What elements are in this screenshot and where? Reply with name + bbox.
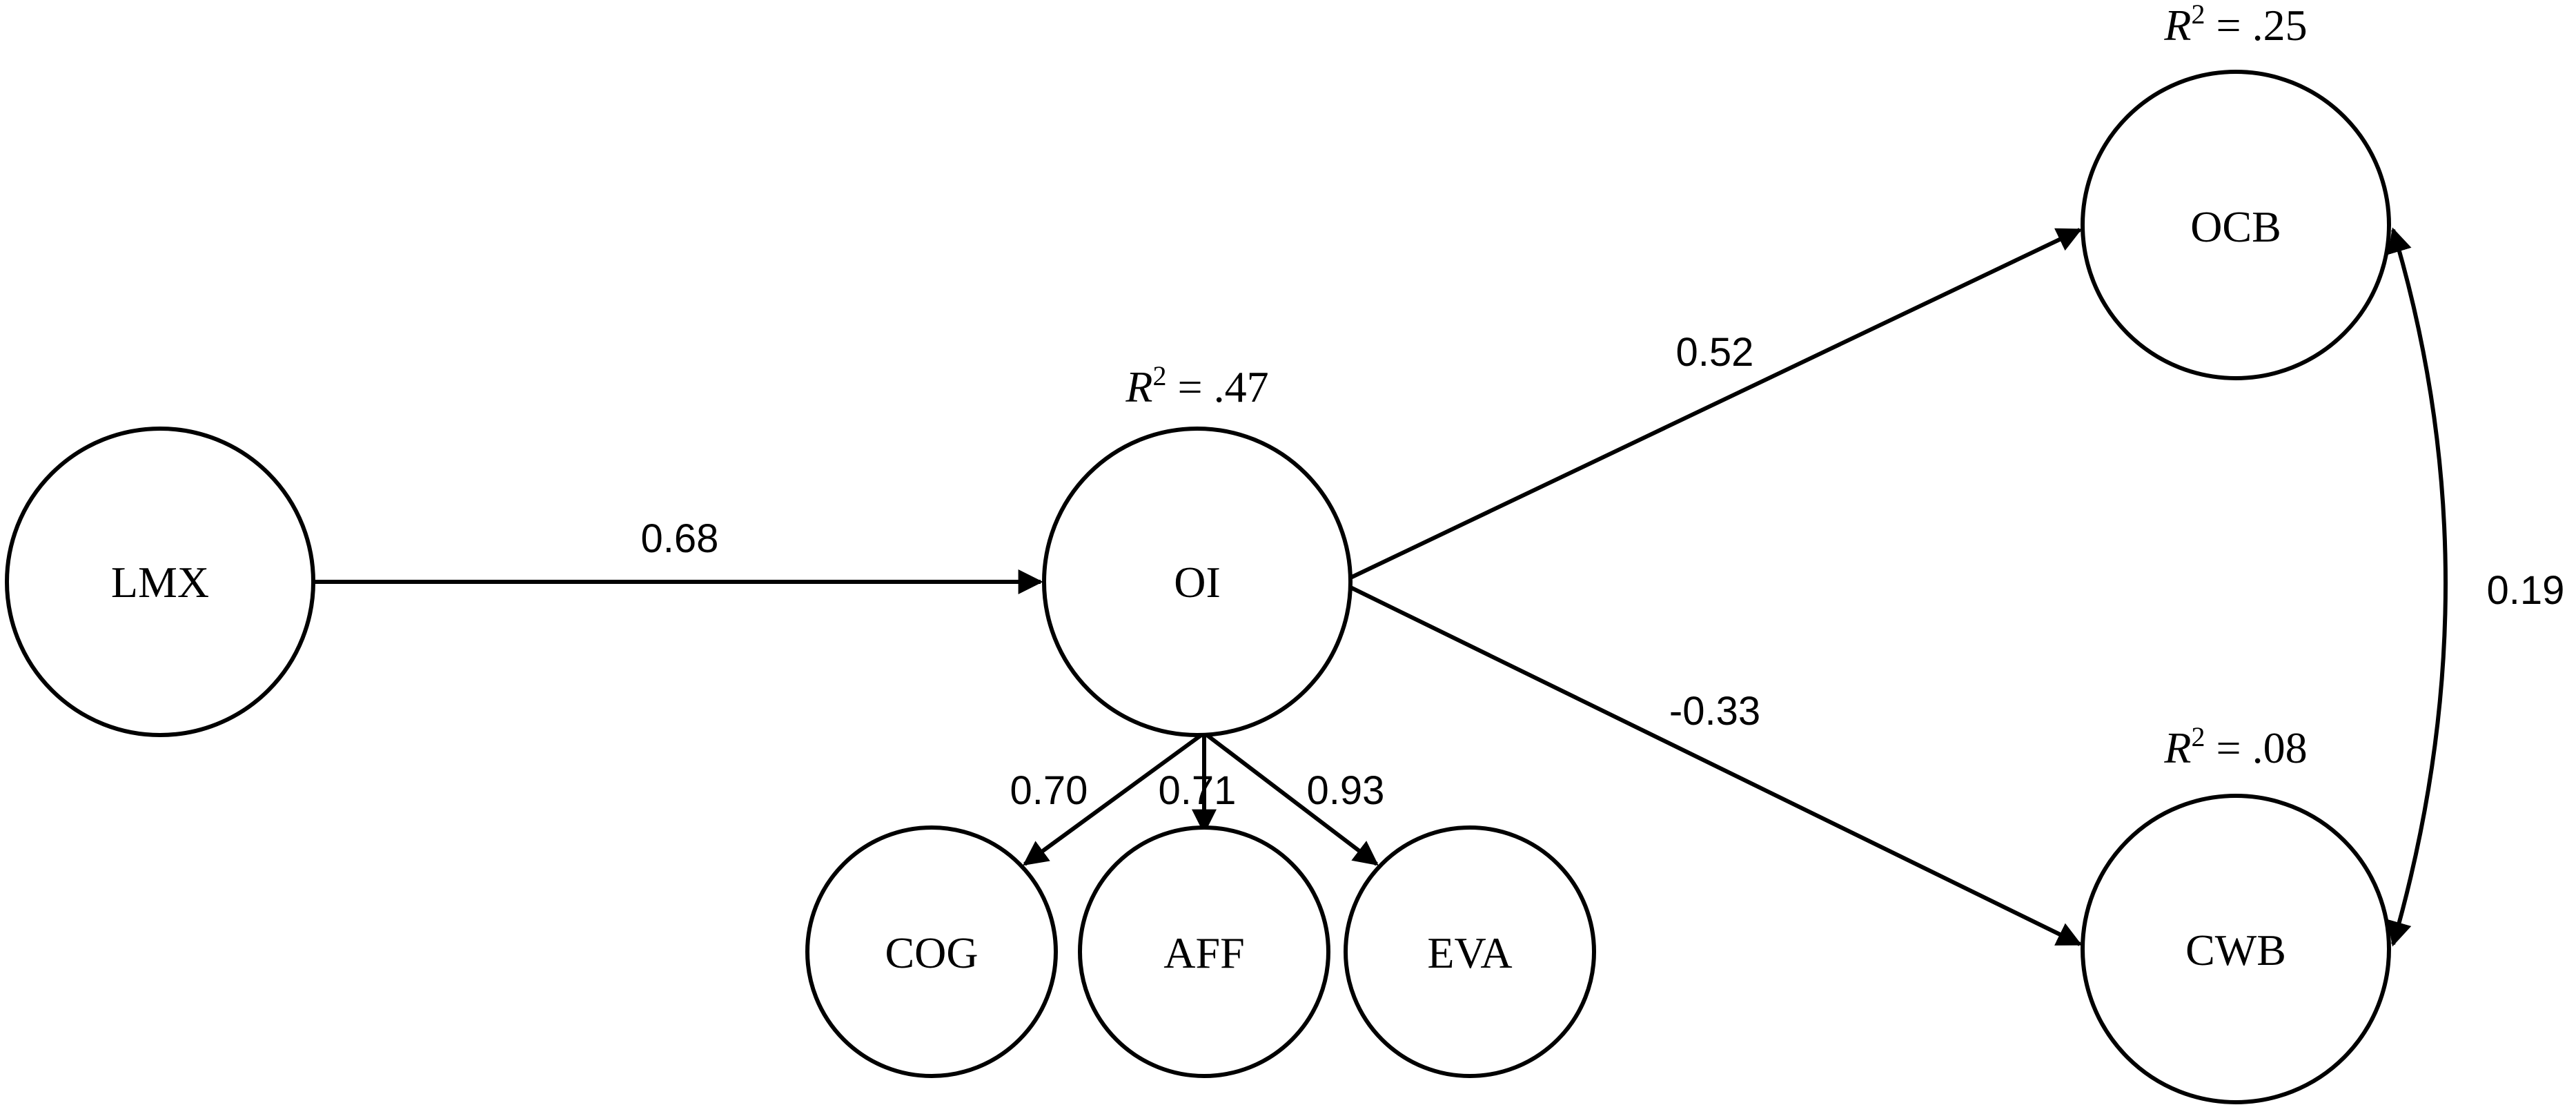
coef-oi-ocb: 0.52 — [1676, 330, 1754, 375]
r2-cwb: R2 = .08 — [2163, 721, 2307, 772]
r2-oi-sup: 2 — [1153, 360, 1167, 391]
label-aff: AFF — [1163, 928, 1244, 977]
label-ocb: OCB — [2190, 202, 2281, 251]
node-lmx — [5, 427, 315, 737]
edge-oi-cwb — [1348, 585, 2083, 946]
coef-oi-cwb: -0.33 — [1669, 689, 1760, 734]
r2-oi-r: R — [1125, 362, 1152, 411]
r2-oi: R2 = .47 — [1125, 360, 1268, 411]
r2-oi-value: = .47 — [1167, 362, 1269, 411]
node-oi — [1042, 427, 1353, 737]
r2-ocb-value: = .25 — [2205, 1, 2308, 50]
edge-oi-eva — [1203, 731, 1379, 866]
coef-ocb-cwb: 0.19 — [2487, 568, 2565, 613]
label-oi: OI — [1174, 558, 1221, 607]
r2-cwb-r: R — [2163, 723, 2191, 772]
node-ocb — [2081, 70, 2391, 380]
r2-ocb-r: R — [2163, 1, 2191, 50]
r2-ocb-sup: 2 — [2192, 0, 2205, 30]
label-cog: COG — [885, 928, 978, 977]
label-cwb: CWB — [2185, 926, 2286, 975]
edge-ocb-cwb — [2387, 227, 2448, 947]
label-lmx: LMX — [111, 558, 209, 607]
edge-oi-ocb — [1348, 228, 2083, 580]
r2-cwb-sup: 2 — [2192, 721, 2205, 752]
r2-ocb: R2 = .25 — [2163, 0, 2307, 50]
node-cog — [805, 825, 1058, 1078]
r2-cwb-value: = .08 — [2205, 723, 2308, 772]
coef-lmx-oi: 0.68 — [641, 516, 719, 561]
coef-oi-eva: 0.93 — [1307, 768, 1385, 813]
node-cwb — [2081, 794, 2391, 1104]
label-eva: EVA — [1427, 928, 1512, 977]
node-aff — [1078, 825, 1330, 1078]
edge-oi-cog — [1023, 731, 1206, 866]
node-eva — [1344, 825, 1596, 1078]
coef-oi-aff: 0.71 — [1159, 768, 1237, 813]
coef-oi-cog: 0.70 — [1010, 768, 1088, 813]
